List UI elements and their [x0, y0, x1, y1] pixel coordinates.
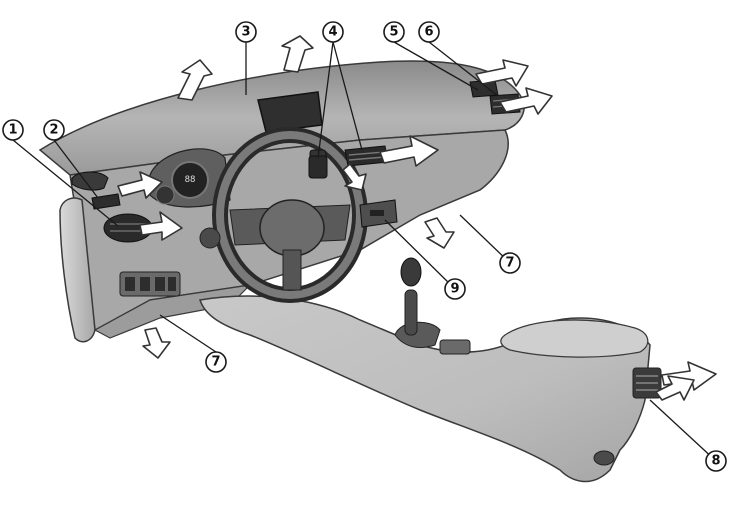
leader-4b: [332, 41, 363, 151]
callout-7b: 7: [499, 252, 521, 274]
airflow-arrow-left-lower: [139, 211, 183, 241]
callout-4-label: 4: [328, 25, 337, 40]
callout-3: 3: [235, 21, 257, 43]
instrument-cluster: 88: [149, 148, 231, 208]
console-switch-panel: [439, 339, 471, 355]
callout-2-label: 2: [49, 123, 58, 138]
gear-lever: [394, 257, 441, 348]
leader-8: [649, 399, 717, 462]
callout-9-label: 9: [450, 282, 459, 297]
airflow-arrow-footwell-left: [142, 327, 171, 359]
light-switch-knob: [199, 227, 221, 249]
airflow-arrow-side-right-lower: [499, 87, 553, 115]
leader-7b: [459, 214, 511, 264]
airflow-arrow-footwell-right: [424, 217, 455, 249]
leader-2: [53, 139, 99, 199]
callout-5: 5: [383, 21, 405, 43]
leader-1: [12, 139, 119, 227]
callout-9: 9: [444, 278, 466, 300]
airflow-arrow-windscreen-left: [177, 59, 213, 101]
callout-3-label: 3: [241, 25, 250, 40]
callout-7b-label: 7: [505, 256, 514, 271]
vent-center-left: [308, 155, 328, 179]
airflow-arrow-left-upper: [117, 171, 163, 199]
callout-6: 6: [418, 21, 440, 43]
airflow-arrow-side-right-upper: [475, 59, 529, 87]
callout-2: 2: [43, 119, 65, 141]
callout-5-label: 5: [389, 25, 398, 40]
callout-8: 8: [705, 450, 727, 472]
vent-left-side: [103, 213, 153, 243]
dashboard-left-end-panel: [59, 197, 96, 343]
airflow-arrow-center: [379, 135, 439, 167]
leader-6: [428, 41, 499, 97]
callout-6-label: 6: [424, 25, 433, 40]
display-screen: [257, 91, 323, 133]
leader-9: [384, 219, 456, 290]
left-switch-pack: [119, 271, 181, 297]
airflow-arrow-rear-lower: [655, 375, 695, 401]
leader-lines: [12, 41, 717, 462]
callout-1-label: 1: [8, 123, 17, 138]
vent-center-right: [344, 145, 389, 167]
airflow-arrows: [117, 35, 717, 401]
callout-1: 1: [2, 119, 24, 141]
leader-7a: [159, 314, 217, 353]
leader-4a: [317, 41, 334, 159]
cluster-readout: 88: [185, 175, 196, 185]
heater-control-panel: [359, 199, 398, 228]
callout-7a-label: 7: [211, 355, 220, 370]
leader-5: [393, 41, 479, 91]
callout-4: 4: [322, 21, 344, 43]
callout-7a: 7: [205, 351, 227, 373]
rear-socket: [593, 450, 615, 466]
airflow-arrow-center-small: [342, 163, 367, 191]
callout-8-label: 8: [711, 454, 720, 469]
armrest: [500, 319, 649, 358]
airflow-arrow-windscreen-center: [281, 35, 314, 73]
